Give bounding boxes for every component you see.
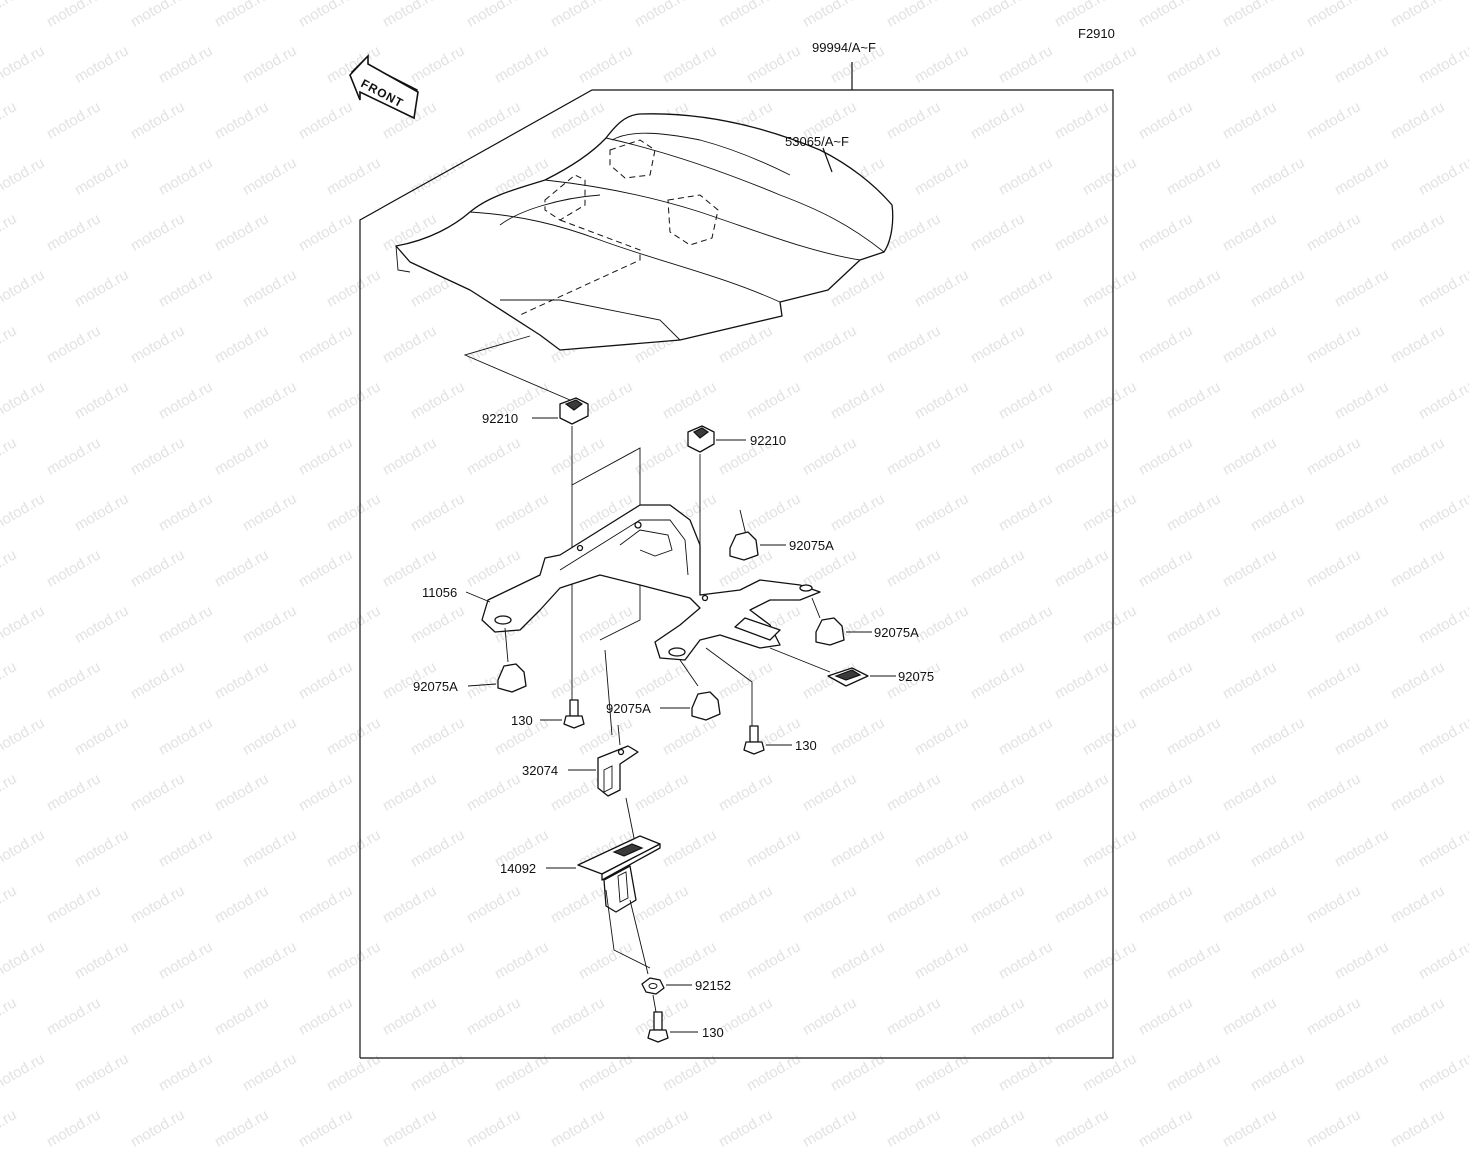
clip-right [687,425,715,453]
damper-right-mid [815,617,845,646]
label-130-left: 130 [511,713,533,728]
label-11056: 11056 [422,585,457,600]
clip-left [559,397,589,425]
seat-stay [481,504,821,661]
bolt-right [743,725,765,755]
watermark-text: motod.ru [967,1106,1028,1151]
damper-center [691,691,721,721]
bolt-left [563,699,585,729]
watermark-text: motod.ru [631,1106,692,1151]
parts-diagram: F2910 FRONT 99994/A~F 53065/A~F 92210 [349,26,1115,1059]
watermark-text: motod.ru [379,1106,440,1151]
label-92075A-top: 92075A [789,538,834,553]
label-92075: 92075 [898,669,934,684]
label-92075A-center: 92075A [606,701,651,716]
label-32074: 32074 [522,763,558,778]
watermark-text: motod.ru [715,1106,776,1151]
watermark-text: motod.ru [295,1106,356,1151]
label-99994: 99994/A~F [812,40,876,55]
pad [827,667,869,687]
label-92210-right: 92210 [750,433,786,448]
bracket [597,745,639,797]
label-53065: 53065/A~F [785,134,849,149]
nut [641,977,665,995]
damper-left [497,663,527,693]
watermark-text: motod.ru [799,1106,860,1151]
label-92075A-left: 92075A [413,679,458,694]
watermark-text: motod.ru [883,1106,944,1151]
holder [577,835,661,913]
label-92152: 92152 [695,978,731,993]
watermark-text: motod.ru [1303,1106,1364,1151]
front-arrow-icon: FRONT [349,53,419,120]
bolt-bottom [647,1011,669,1043]
watermark-text: motod.ru [211,1106,272,1151]
label-130-bottom: 130 [702,1025,724,1040]
seat-cowl [395,113,894,351]
label-92075A-mid: 92075A [874,625,919,640]
watermark-text: motod.ru [1051,1106,1112,1151]
watermark-text: motod.ru [463,1106,524,1151]
watermark-text: motod.ru [1135,1106,1196,1151]
assembly-frame [359,62,1114,1059]
watermark-text: motod.ru [43,1106,104,1151]
watermark-text: motod.ru [0,1106,20,1151]
label-130-right: 130 [795,738,817,753]
label-92210-left: 92210 [482,411,518,426]
watermark-text: motod.ru [547,1106,608,1151]
figure-code: F2910 [1078,26,1115,41]
damper-right-top [729,531,759,561]
watermark-text: motod.ru [127,1106,188,1151]
watermark-text: motod.ru [1219,1106,1280,1151]
watermark-text: motod.ru [1387,1106,1448,1151]
label-14092: 14092 [500,861,536,876]
